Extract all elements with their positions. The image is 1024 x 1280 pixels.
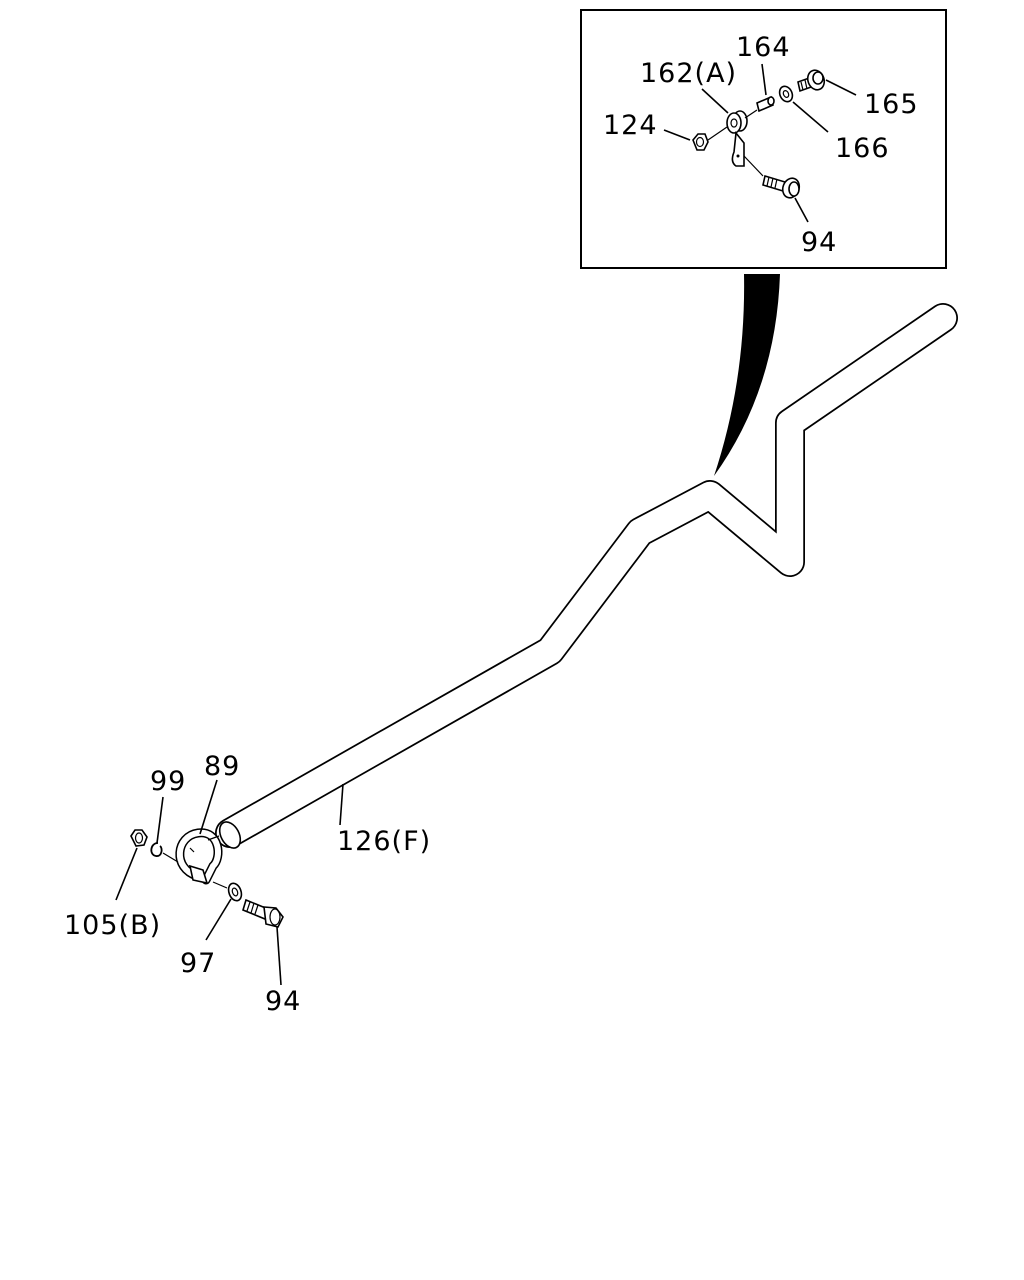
part-89-clamp [175,828,223,885]
part-99-spring-washer [150,842,163,857]
pipe-126f [215,303,958,849]
part-165-flange-bolt [797,69,826,93]
callout-124: 124 [603,110,658,141]
part-105b-nut [130,829,148,847]
callout-162a: 162(A) [640,58,737,89]
detail-inset: 162(A) 164 165 124 166 94 [580,9,947,269]
part-97-washer [227,882,243,902]
bracket [731,130,745,167]
callout-99: 99 [150,766,186,797]
callout-105b: 105(B) [64,910,161,941]
part-124-nut [692,133,709,151]
detail-pointer [714,274,780,476]
part-94-bolt-main [242,898,284,928]
callout-94-detail: 94 [801,227,837,258]
part-164-collar [756,95,775,113]
callout-126f: 126(F) [337,826,431,857]
callout-164: 164 [736,32,791,63]
main-leader-lines [115,779,344,986]
callout-94-main: 94 [265,986,301,1017]
part-166-washer [778,85,794,103]
callout-165: 165 [864,89,919,120]
detail-leader-lines [663,63,857,223]
callout-89: 89 [204,751,240,782]
part-94-bolt-detail [762,174,801,199]
callout-166: 166 [835,133,890,164]
part-162a-bushing [726,110,748,134]
callout-97: 97 [180,948,216,979]
